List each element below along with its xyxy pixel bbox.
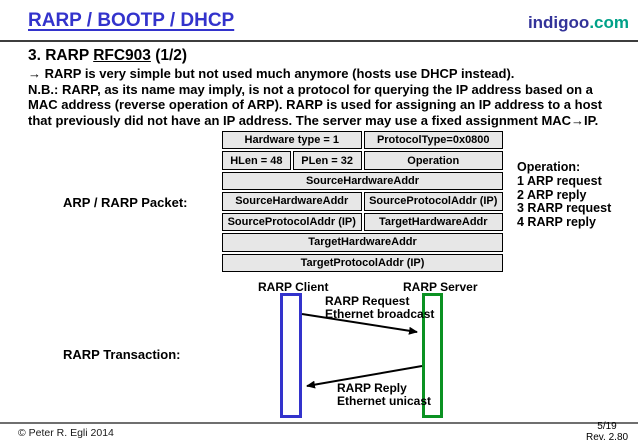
- client-lifeline: [280, 293, 302, 418]
- rfc903-link[interactable]: RFC903: [93, 47, 151, 64]
- bullet-line: → RARP is very simple but not used much …: [28, 66, 624, 82]
- slide-title: RARP / BOOTP / DHCP: [28, 10, 235, 31]
- section-heading: 3. RARP RFC903 (1/2): [28, 45, 624, 66]
- operation-legend-item: 1 ARP request: [517, 173, 602, 188]
- section-heading-prefix: 3. RARP: [28, 47, 94, 64]
- operation-legend-item: 2 ARP reply: [517, 187, 587, 202]
- client-label: RARP Client: [258, 280, 329, 294]
- packet-field: SourceProtocolAddr (IP): [363, 192, 503, 211]
- operation-legend-item: 4 RARP reply: [517, 215, 596, 230]
- packet-field: Hardware type = 1: [222, 131, 362, 150]
- arp-packet-table: Hardware type = 1 ProtocolType=0x0800 HL…: [222, 131, 503, 272]
- packet-field: TargetProtocolAddr (IP): [222, 253, 503, 272]
- server-label: RARP Server: [403, 280, 478, 294]
- transaction-section-label: RARP Transaction:: [63, 347, 181, 362]
- packet-field: TargetHardwareAddr: [222, 233, 503, 252]
- logo-tld: .com: [589, 13, 629, 32]
- operation-legend-title: Operation:: [517, 160, 581, 174]
- footer-divider: [0, 422, 638, 424]
- header-divider: [0, 40, 638, 42]
- packet-field: TargetHardwareAddr: [363, 212, 503, 232]
- operation-legend-item: 3 RARP request: [517, 201, 612, 216]
- packet-field: SourceHardwareAddr: [222, 171, 503, 191]
- packet-field: HLen = 48: [222, 151, 291, 170]
- packet-field: SourceProtocolAddr (IP): [222, 212, 362, 232]
- packet-section-label: ARP / RARP Packet:: [63, 195, 188, 210]
- copyright-text: © Peter R. Egli 2014: [18, 427, 114, 439]
- nb-text-line: that previously did not have an IP addre…: [28, 112, 599, 128]
- server-lifeline: [422, 293, 443, 418]
- packet-field: ProtocolType=0x0800: [363, 131, 503, 150]
- packet-field: SourceHardwareAddr: [222, 192, 362, 211]
- logo: indigoo.com: [528, 13, 629, 33]
- content-block: 3. RARP RFC903 (1/2) → RARP is very simp…: [28, 45, 624, 128]
- arrow-bullet-icon: →: [28, 66, 41, 81]
- logo-name: indigoo: [527, 13, 590, 32]
- page-number: 5/19: [597, 421, 617, 432]
- bullet-text: RARP is very simple but not used much an…: [41, 66, 515, 81]
- nb-text-line: MAC address (reverse operation of ARP). …: [28, 97, 603, 112]
- operation-legend: Operation: 1 ARP request 2 ARP reply 3 R…: [517, 160, 612, 230]
- request-message-label: RARP Request Ethernet broadcast: [325, 294, 435, 321]
- section-heading-suffix: (1/2): [150, 47, 188, 64]
- page-info: 5/19 Rev. 2.80: [586, 421, 629, 442]
- reply-message-label: RARP Reply Ethernet unicast: [337, 381, 432, 408]
- packet-field: Operation: [363, 151, 503, 170]
- nb-text-line: N.B.: RARP, as its name may imply, is no…: [28, 81, 593, 97]
- packet-field: PLen = 32: [292, 151, 362, 170]
- revision-number: Rev. 2.80: [586, 431, 629, 442]
